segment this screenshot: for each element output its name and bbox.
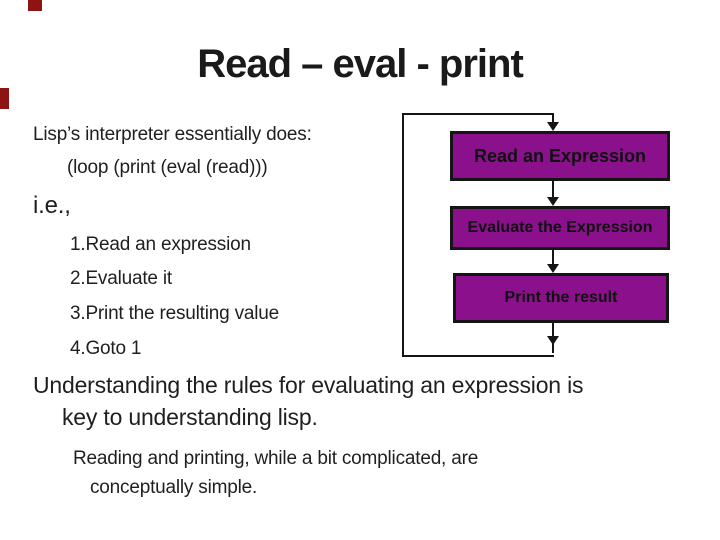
arrow-down-icon xyxy=(547,197,559,206)
flowchart-loop-line xyxy=(402,113,554,357)
arrow-down-icon xyxy=(547,336,559,345)
slide-edge-accent-top xyxy=(28,0,42,11)
step-read: 1.Read an expression xyxy=(70,234,251,255)
flowchart-box-print-label: Print the result xyxy=(504,289,618,306)
step-print: 3.Print the resulting value xyxy=(70,303,279,324)
arrow-down-icon xyxy=(547,122,559,131)
note-line-2: conceptually simple. xyxy=(90,477,258,498)
emphasis-line-2: key to understanding lisp. xyxy=(62,404,318,430)
flowchart-box-evaluate-label: Evaluate the Expression xyxy=(467,219,653,236)
flowchart-box-print: Print the result xyxy=(453,273,669,323)
slide-edge-accent-left xyxy=(0,88,9,109)
step-goto: 4.Goto 1 xyxy=(70,338,142,359)
flowchart-box-read: Read an Expression xyxy=(450,131,670,181)
flowchart-box-read-label: Read an Expression xyxy=(473,145,647,166)
arrow-line-read-to-evaluate xyxy=(552,181,554,199)
emphasis-line-1: Understanding the rules for evaluating a… xyxy=(33,372,584,398)
arrow-line-loop-to-read xyxy=(552,113,554,124)
slide-title: Read – eval - print xyxy=(197,42,524,86)
intro-line: Lisp’s interpreter essentially does: xyxy=(33,124,312,145)
arrow-down-icon xyxy=(547,264,559,273)
step-evaluate: 2.Evaluate it xyxy=(70,268,172,289)
note-line-1: Reading and printing, while a bit compli… xyxy=(73,448,479,469)
ie-label: i.e., xyxy=(33,192,71,219)
arrow-line-evaluate-to-print xyxy=(552,250,554,266)
lisp-code-line: (loop (print (eval (read))) xyxy=(67,157,268,178)
flowchart-box-evaluate: Evaluate the Expression xyxy=(450,206,670,250)
